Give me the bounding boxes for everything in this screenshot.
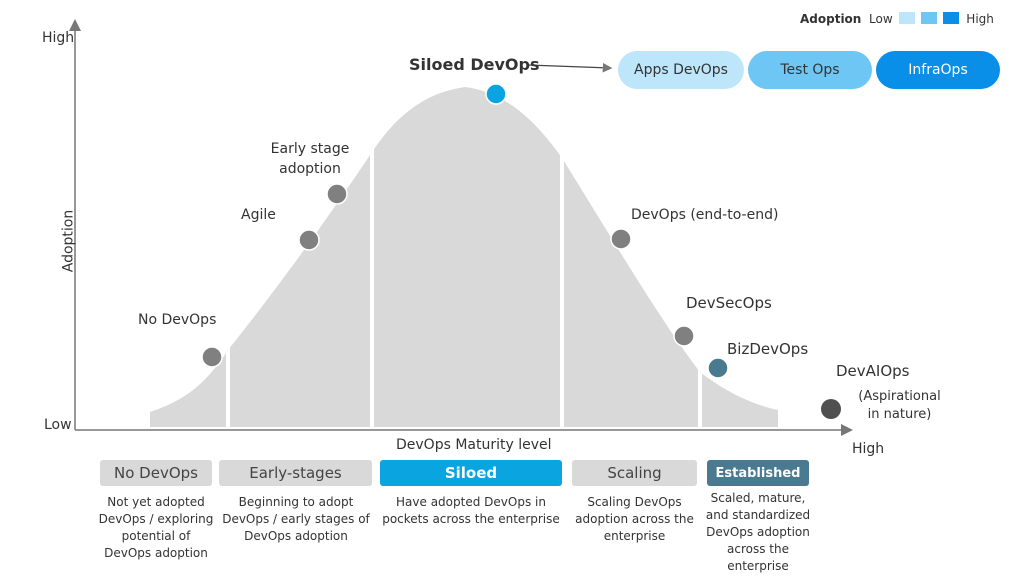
desc-siloed: Have adopted DevOps in pockets across th… bbox=[382, 495, 560, 526]
legend: Adoption Low High bbox=[800, 12, 994, 26]
label-early-stage: Early stage adoption bbox=[270, 141, 350, 177]
desc-scaling: Scaling DevOps adoption across the enter… bbox=[575, 495, 694, 543]
legend-low: Low bbox=[869, 12, 893, 26]
dot-agile bbox=[298, 229, 320, 251]
y-low-label: Low bbox=[44, 417, 72, 433]
legend-title: Adoption bbox=[800, 12, 862, 26]
desc-established: Scaled, mature, and standardized DevOps … bbox=[705, 491, 811, 573]
dot-bizdevops bbox=[707, 357, 729, 379]
dot-devaiops bbox=[821, 399, 841, 419]
dot-no-devops bbox=[201, 346, 223, 368]
dot-devops-e2e bbox=[610, 228, 632, 250]
label-devops-e2e: DevOps (end-to-end) bbox=[631, 207, 779, 223]
legend-swatch-high bbox=[943, 12, 960, 24]
stage-no-devops: No DevOps bbox=[100, 460, 212, 486]
dot-siloed bbox=[485, 83, 507, 105]
desc-no-devops: Not yet adopted DevOps / exploring poten… bbox=[98, 495, 214, 560]
legend-high: High bbox=[966, 12, 994, 26]
dot-devsecops bbox=[673, 325, 695, 347]
adoption-curve bbox=[150, 87, 778, 427]
pill-infraops: InfraOps bbox=[876, 51, 1000, 89]
x-axis-label: DevOps Maturity level bbox=[396, 437, 552, 453]
pill-test-ops: Test Ops bbox=[748, 51, 872, 89]
x-high-label: High bbox=[852, 441, 885, 457]
dot-early-stage bbox=[326, 183, 348, 205]
stage-dividers bbox=[226, 100, 702, 430]
label-devaiops-note: (Aspirational in nature) bbox=[858, 389, 941, 422]
label-bizdevops: BizDevOps bbox=[727, 340, 809, 358]
label-agile: Agile bbox=[241, 207, 276, 223]
stage-scaling: Scaling bbox=[572, 460, 697, 486]
label-devaiops: DevAIOps bbox=[836, 362, 910, 380]
stage-early: Early-stages bbox=[219, 460, 372, 486]
label-no-devops: No DevOps bbox=[138, 312, 217, 328]
stage-established: Established bbox=[707, 460, 809, 486]
legend-swatch-low bbox=[899, 12, 916, 24]
callout-arrow bbox=[527, 62, 613, 73]
y-axis-label: Adoption bbox=[60, 209, 77, 273]
siloed-callout: Siloed DevOps bbox=[409, 55, 540, 74]
pill-apps-devops: Apps DevOps bbox=[618, 51, 744, 89]
legend-swatch-mid bbox=[921, 12, 938, 24]
stage-siloed: Siloed bbox=[380, 460, 562, 486]
y-high-label: High bbox=[42, 30, 75, 46]
desc-early: Beginning to adopt DevOps / early stages… bbox=[222, 495, 370, 543]
label-devsecops: DevSecOps bbox=[686, 294, 772, 312]
